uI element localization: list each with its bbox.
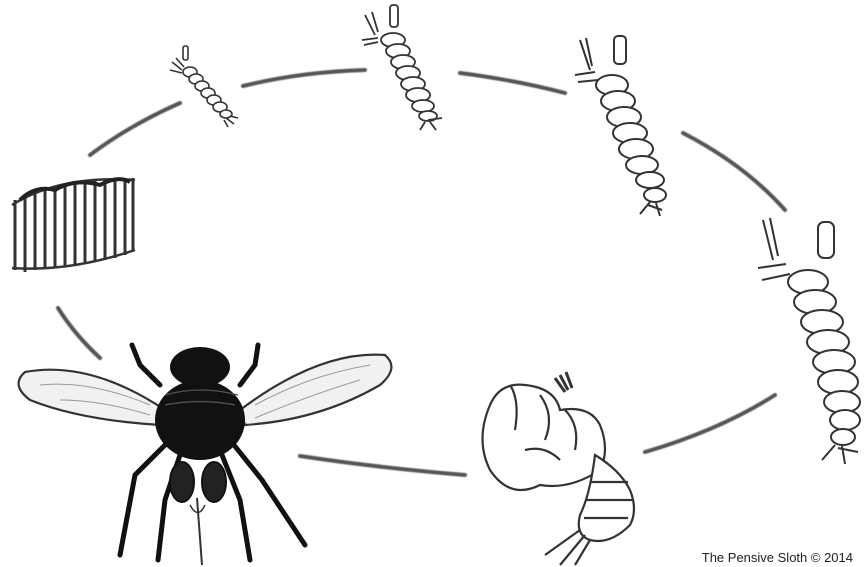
pupa-icon — [483, 372, 635, 565]
egg-raft-icon — [12, 178, 135, 272]
arc-adult-to-egg — [58, 308, 100, 358]
arc-larva3-to-larva4 — [683, 133, 785, 210]
proboscis — [197, 498, 202, 565]
arc-pupa-to-adult — [300, 456, 465, 475]
larva-first-instar-icon — [170, 46, 238, 127]
arc-egg-to-larva1 — [90, 103, 180, 155]
arc-larva4-to-pupa — [645, 395, 775, 452]
arc-larva1-to-larva2 — [243, 70, 365, 86]
arc-larva2-to-larva3 — [460, 73, 565, 93]
copyright-credit: The Pensive Sloth © 2014 — [702, 550, 853, 565]
larva-third-instar-icon — [575, 36, 666, 216]
left-wing — [19, 370, 165, 425]
adult-mosquito-icon — [19, 345, 392, 565]
larva-second-instar-icon — [362, 5, 442, 130]
larva-fourth-instar-icon — [758, 218, 860, 464]
mosquito-thorax — [155, 380, 245, 460]
